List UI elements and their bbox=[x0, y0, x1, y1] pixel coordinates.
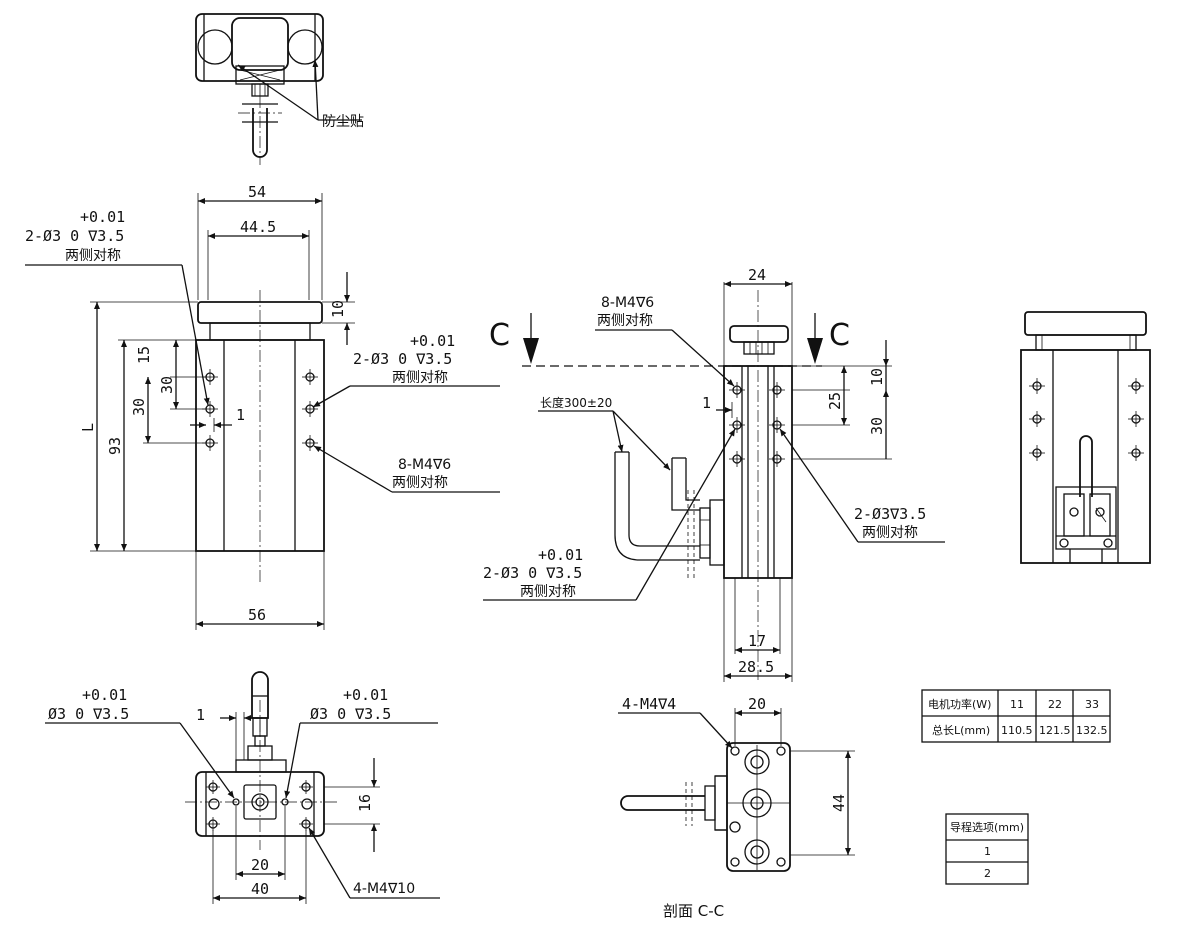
dim-30-a: 30 bbox=[158, 376, 176, 394]
dim-28-5: 28.5 bbox=[738, 658, 774, 676]
front-right-spec: 2-Ø3 0 ∇3.5 bbox=[353, 350, 452, 368]
side-holes bbox=[729, 382, 785, 467]
dim-93: 93 bbox=[106, 437, 124, 455]
front-left-tol: +0.01 bbox=[80, 208, 125, 226]
front-thread-spec: 8-M4∇6 bbox=[398, 457, 451, 473]
dim-15: 15 bbox=[135, 346, 153, 364]
side-view: C C 24 bbox=[483, 266, 945, 682]
front-left-spec: 2-Ø3 0 ∇3.5 bbox=[25, 227, 124, 245]
length-row-label: 总长L(mm) bbox=[932, 723, 990, 737]
lead-header: 导程选项(mm) bbox=[950, 821, 1024, 834]
side-thread-spec: 8-M4∇6 bbox=[601, 295, 654, 311]
front-thread-note: 两侧对称 bbox=[392, 475, 448, 491]
dust-label: 防尘贴 bbox=[322, 114, 364, 130]
bottom-left-spec: Ø3 0 ∇3.5 bbox=[48, 705, 129, 723]
length-cell-2: 121.5 bbox=[1039, 724, 1071, 737]
section-mark-right: C bbox=[829, 318, 850, 353]
dim-20-bottom: 20 bbox=[251, 856, 269, 874]
dim-44-5: 44.5 bbox=[240, 218, 276, 236]
bottom-right-spec: Ø3 0 ∇3.5 bbox=[310, 705, 391, 723]
section-view: 20 44 4-M4∇4 剖面 C-C bbox=[618, 695, 855, 920]
bottom-view: +0.01 Ø3 0 ∇3.5 +0.01 Ø3 0 ∇3.5 1 16 20 … bbox=[45, 671, 440, 904]
side-hole2-note: 两侧对称 bbox=[520, 584, 576, 600]
dim-L: L bbox=[79, 423, 97, 432]
power-row-label: 电机功率(W) bbox=[928, 697, 991, 711]
right-holes bbox=[1029, 378, 1144, 461]
section-mark-left: C bbox=[489, 318, 510, 353]
dim-44: 44 bbox=[830, 794, 848, 812]
power-cell-1: 11 bbox=[1010, 698, 1024, 711]
bottom-holes bbox=[206, 780, 313, 831]
power-cell-2: 22 bbox=[1048, 698, 1062, 711]
dim-20-section: 20 bbox=[748, 695, 766, 713]
side-hole-note: 两侧对称 bbox=[862, 525, 918, 541]
length-cell-1: 110.5 bbox=[1001, 724, 1033, 737]
dim-40: 40 bbox=[251, 880, 269, 898]
bottom-thread-spec: 4-M4∇10 bbox=[353, 881, 415, 897]
dim-24: 24 bbox=[748, 266, 766, 284]
dim-10-front: 10 bbox=[329, 300, 347, 318]
side-hole-spec: 2-Ø3∇3.5 bbox=[854, 505, 926, 523]
lead-option-1: 1 bbox=[984, 845, 991, 858]
side-hole2-tol: +0.01 bbox=[538, 546, 583, 564]
front-left-note: 两侧对称 bbox=[65, 248, 121, 264]
dim-30-b: 30 bbox=[130, 398, 148, 416]
length-cell-3: 132.5 bbox=[1076, 724, 1108, 737]
top-view: 防尘贴 bbox=[195, 13, 364, 165]
section-caption: 剖面 C-C bbox=[663, 902, 724, 920]
front-right-tol: +0.01 bbox=[410, 332, 455, 350]
power-table: 电机功率(W) 总长L(mm) 11 22 33 110.5 121.5 132… bbox=[921, 689, 1111, 743]
front-view: 54 44.5 56 10 bbox=[25, 183, 500, 630]
dim-17: 17 bbox=[748, 632, 766, 650]
section-holes bbox=[727, 745, 790, 870]
dim-1-front: 1 bbox=[236, 406, 245, 424]
dim-1-side: 1 bbox=[702, 394, 711, 412]
bottom-left-tol: +0.01 bbox=[82, 686, 127, 704]
dim-16: 16 bbox=[356, 794, 374, 812]
right-view bbox=[1020, 311, 1151, 564]
side-thread-note: 两侧对称 bbox=[597, 313, 653, 329]
bottom-right-tol: +0.01 bbox=[343, 686, 388, 704]
dim-56: 56 bbox=[248, 606, 266, 624]
cable-length-note: 长度300±20 bbox=[540, 395, 612, 410]
front-right-note: 两侧对称 bbox=[392, 370, 448, 386]
side-hole2-spec: 2-Ø3 0 ∇3.5 bbox=[483, 564, 582, 582]
dim-54: 54 bbox=[248, 183, 266, 201]
lead-option-2: 2 bbox=[984, 867, 991, 880]
section-thread-spec: 4-M4∇4 bbox=[622, 695, 676, 713]
dim-30-side: 30 bbox=[868, 417, 886, 435]
power-cell-3: 33 bbox=[1085, 698, 1099, 711]
dim-25-side: 25 bbox=[826, 392, 844, 410]
lead-table: 导程选项(mm) 1 2 bbox=[945, 813, 1029, 885]
dim-10-side: 10 bbox=[868, 368, 886, 386]
dim-1-bottom: 1 bbox=[196, 706, 205, 724]
